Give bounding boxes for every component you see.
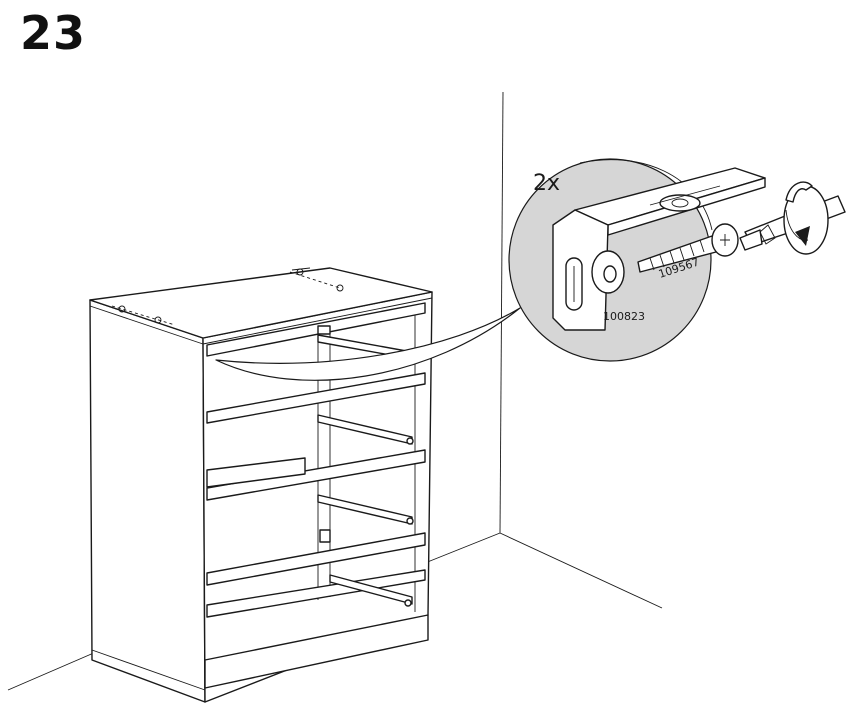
bracket-part-number: 100823 <box>603 310 645 323</box>
quantity-label: 2x <box>533 171 560 196</box>
rotate-clockwise-icon <box>784 182 828 254</box>
washer-icon <box>592 251 624 293</box>
dresser <box>90 268 432 702</box>
